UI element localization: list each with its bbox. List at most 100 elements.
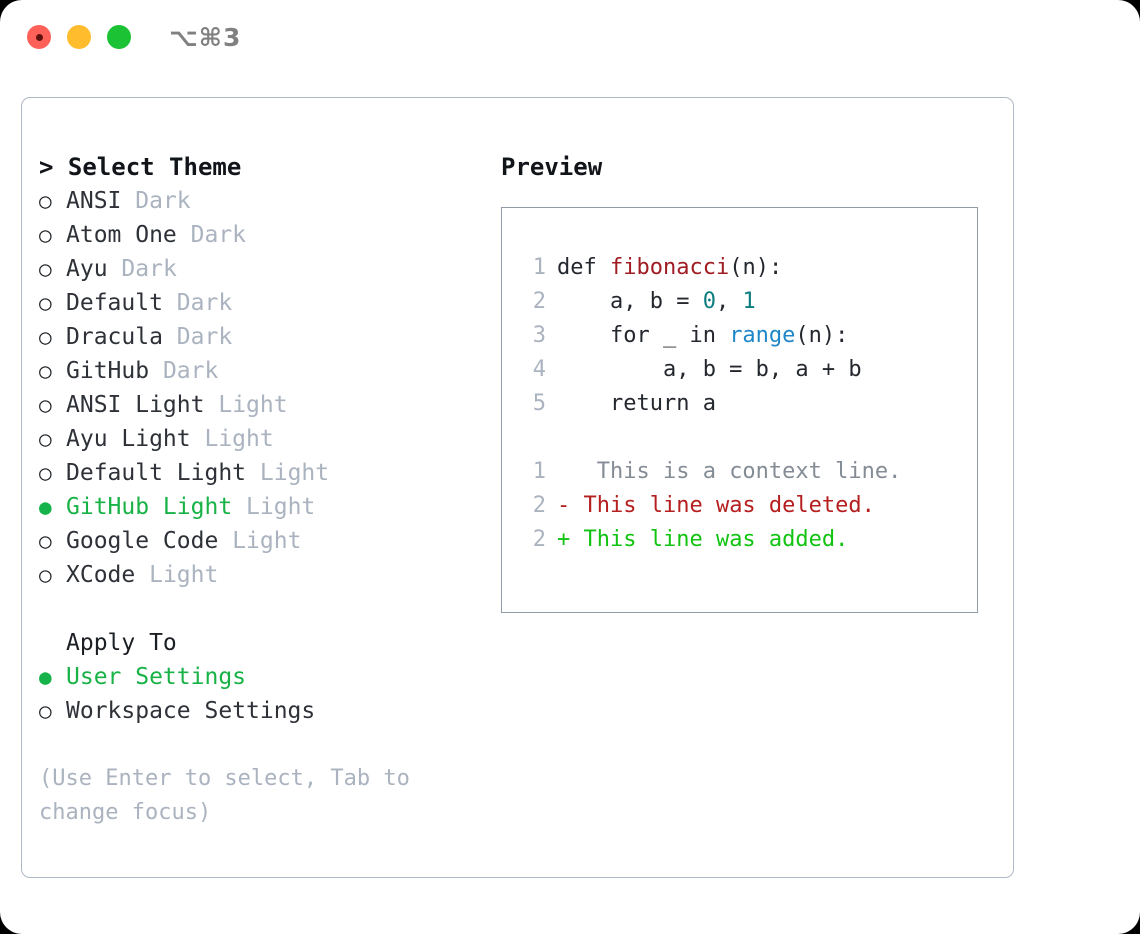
theme-category: Dark (190, 222, 247, 248)
label-gap (149, 354, 163, 388)
code-token: for _ in (557, 323, 730, 348)
code-token: , (715, 289, 743, 314)
label-gap (163, 286, 177, 320)
diff-sample: 1 This is a context line.2- This line wa… (522, 455, 977, 557)
code-line: 2 a, b = 0, 1 (522, 285, 977, 319)
radio-unselected-icon: ○ (39, 427, 52, 451)
theme-list-item[interactable]: ○ GitHub Dark (39, 354, 489, 388)
theme-category: Light (204, 426, 274, 452)
code-token: (n): (729, 255, 783, 280)
theme-category: Dark (135, 188, 191, 214)
diff-text: This line was deleted. (570, 493, 875, 518)
keyboard-hint: (Use Enter to select, Tab to change focu… (39, 766, 410, 825)
theme-name: XCode (66, 562, 136, 588)
theme-name: ANSI Light (66, 392, 205, 418)
theme-category: Dark (162, 358, 219, 384)
main-panel: > Select Theme ○ANSI Dark○Atom One Dark○… (21, 97, 1014, 878)
label-gap (218, 524, 232, 558)
diff-text: This line was added. (570, 527, 849, 552)
apply-to-item[interactable]: ● User Settings (39, 660, 489, 694)
theme-category: Light (218, 392, 288, 418)
radio-unselected-icon: ○ (39, 325, 52, 349)
diff-line: 2- This line was deleted. (522, 489, 977, 523)
radio-selected-icon: ● (39, 495, 52, 519)
theme-list-item[interactable]: ○ Atom One Dark (39, 218, 489, 252)
line-number: 2 (532, 289, 546, 314)
line-number: 5 (532, 391, 546, 416)
theme-list-item[interactable]: ○Default Light Light (39, 456, 489, 490)
list-spacer (39, 592, 489, 626)
code-token: def (557, 255, 610, 280)
radio-unselected-icon: ○ (39, 257, 52, 281)
theme-category: Dark (176, 290, 233, 316)
apply-to-header: Apply To (66, 630, 177, 656)
theme-list-item[interactable]: ●GitHub Light Light (39, 490, 489, 524)
radio-unselected-icon: ○ (39, 461, 52, 485)
line-number: 1 (532, 459, 546, 484)
code-token: a, b = (557, 289, 703, 314)
title-bar: ⌥⌘3 (0, 0, 1140, 78)
diff-sign (557, 459, 570, 484)
apply-to-label: User Settings (66, 664, 247, 690)
radio-unselected-icon: ○ (39, 189, 52, 213)
theme-list-item[interactable]: ○ ANSI Light Light (39, 388, 489, 422)
code-line: 4 a, b = b, a + b (522, 353, 977, 387)
diff-line: 1 This is a context line. (522, 455, 977, 489)
theme-list-item[interactable]: ○ Default Dark (39, 286, 489, 320)
theme-selector-column: > Select Theme ○ANSI Dark○Atom One Dark○… (39, 150, 489, 830)
label-gap (108, 252, 122, 286)
theme-name: GitHub (66, 358, 150, 384)
label-gap (135, 558, 149, 592)
apply-to-label: Workspace Settings (66, 698, 316, 724)
maximize-button[interactable] (107, 25, 131, 49)
theme-name: Atom One (66, 222, 177, 248)
theme-list-item[interactable]: ○ Ayu Light Light (39, 422, 489, 456)
code-token: 1 (742, 289, 756, 314)
theme-name: Dracula (66, 324, 163, 350)
apply-to-list: ● User Settings ○Workspace Settings (39, 660, 489, 728)
apply-to-item[interactable]: ○Workspace Settings (39, 694, 489, 728)
label-gap (204, 388, 218, 422)
diff-sign: - (557, 493, 571, 518)
label-gap (232, 490, 246, 524)
theme-category: Light (149, 562, 219, 588)
radio-unselected-icon: ○ (39, 223, 52, 247)
keyboard-shortcut-label: ⌥⌘3 (169, 23, 242, 52)
radio-unselected-icon: ○ (39, 529, 52, 553)
code-token: a, b = b, a + b (557, 357, 862, 382)
code-token: fibonacci (609, 255, 730, 280)
theme-list-item[interactable]: ○ XCode Light (39, 558, 489, 592)
radio-unselected-icon: ○ (39, 291, 52, 315)
code-token: 0 (702, 289, 716, 314)
theme-list-item[interactable]: ○ ANSI Dark (39, 184, 489, 218)
label-gap (191, 422, 205, 456)
radio-unselected-icon: ○ (39, 563, 52, 587)
theme-category: Dark (176, 324, 233, 350)
minimize-button[interactable] (67, 25, 91, 49)
line-number: 2 (532, 493, 546, 518)
radio-unselected-icon: ○ (39, 359, 52, 383)
radio-selected-icon: ● (39, 665, 52, 689)
theme-list-item[interactable]: ○ Dracula Dark (39, 320, 489, 354)
code-token: (n): (795, 323, 849, 348)
theme-name: Ayu Light (66, 426, 191, 452)
radio-unselected-icon: ○ (39, 393, 52, 417)
diff-text: This is a context line. (570, 459, 902, 484)
theme-name: ANSI (66, 188, 122, 214)
label-gap (121, 184, 135, 218)
theme-category: Light (259, 460, 330, 486)
close-button[interactable] (27, 25, 51, 49)
line-number: 3 (532, 323, 546, 348)
theme-list-item[interactable]: ○Ayu Dark (39, 252, 489, 286)
theme-list-item[interactable]: ○Google Code Light (39, 524, 489, 558)
label-gap (246, 456, 260, 490)
theme-category: Light (246, 494, 316, 520)
theme-category: Dark (121, 256, 177, 282)
diff-sign: + (557, 527, 571, 552)
theme-list-header: > Select Theme (39, 153, 242, 181)
theme-name: Default (66, 290, 163, 316)
label-gap (163, 320, 177, 354)
